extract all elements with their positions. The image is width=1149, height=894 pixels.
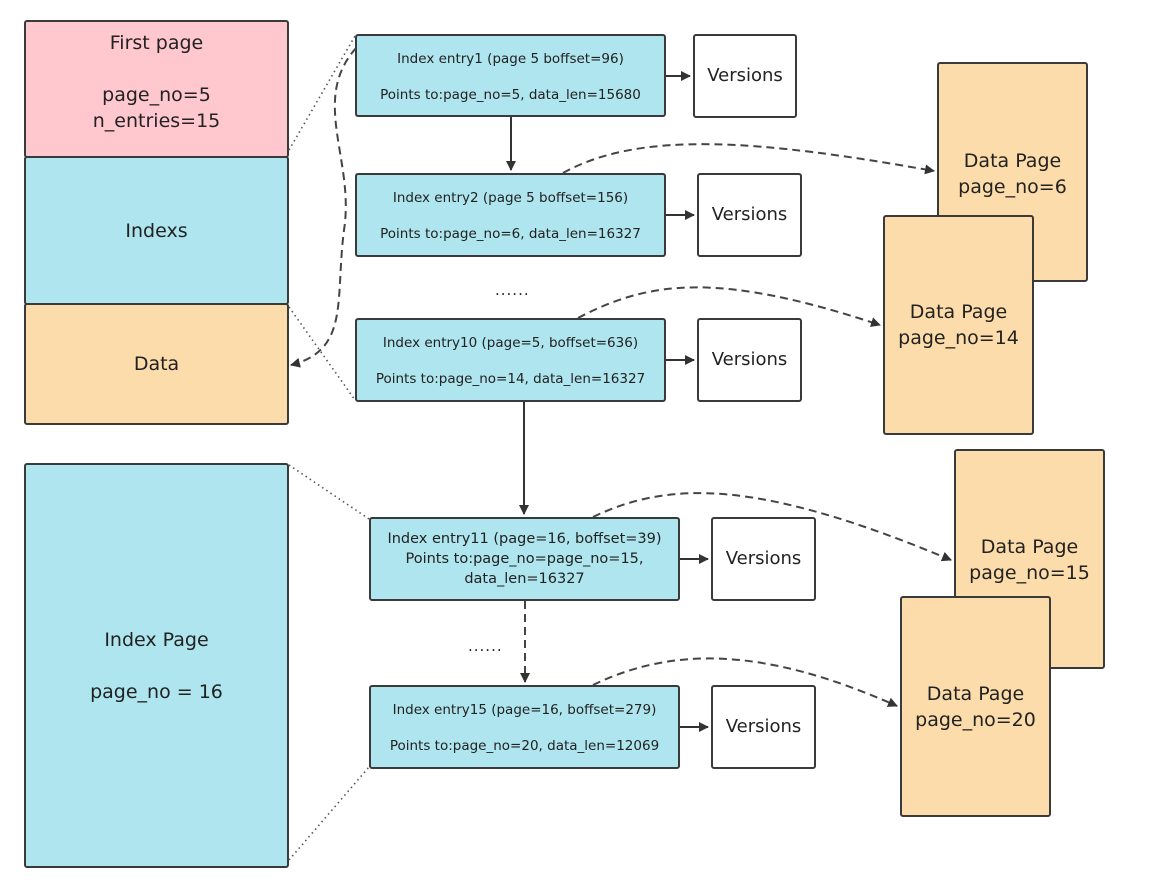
- expand-guide-top: [288, 35, 356, 151]
- arrow-entry15-to-datapage20: [592, 657, 898, 707]
- index-entry-15: Index entry15 (page=16, boffset=279) Poi…: [369, 685, 680, 769]
- first-page-page-no: page_no=5: [102, 84, 211, 106]
- ellipsis-upper: ......: [495, 281, 530, 299]
- versions-label: Versions: [725, 548, 802, 569]
- first-page-header: First page page_no=5 n_entries=15: [24, 20, 289, 158]
- data-page-15-title: Data Page: [980, 536, 1079, 558]
- data-page-14: Data Page page_no=14: [883, 215, 1034, 435]
- data-page-6-title: Data Page: [963, 150, 1062, 172]
- data-page-14-title: Data Page: [909, 301, 1008, 323]
- data-page-15-page-no: page_no=15: [969, 562, 1090, 584]
- index-page-page-no: page_no = 16: [90, 680, 223, 703]
- indexs-label: Indexs: [125, 219, 188, 242]
- data-page-14-page-no: page_no=14: [898, 327, 1019, 349]
- first-page-title: First page: [109, 32, 204, 54]
- index-entry-11-data-len: data_len=16327: [464, 571, 585, 587]
- index-entry-2-points: Points to:page_no=6, data_len=16327: [380, 226, 641, 242]
- index-entry-10: Index entry10 (page=5, boffset=636) Poin…: [355, 318, 666, 402]
- index-entry-1: Index entry1 (page 5 boffset=96) Points …: [355, 34, 666, 117]
- index-entry-1-points: Points to:page_no=5, data_len=15680: [380, 87, 641, 103]
- index-entry-10-points: Points to:page_no=14, data_len=16327: [375, 371, 646, 387]
- index-entry-2-title: Index entry2 (page 5 boffset=156): [392, 190, 629, 206]
- index-entry-1-title: Index entry1 (page 5 boffset=96): [397, 51, 624, 67]
- index-entry-15-title: Index entry15 (page=16, boffset=279): [392, 702, 657, 718]
- index-page: Index Page page_no = 16: [24, 463, 289, 868]
- index-entry-10-title: Index entry10 (page=5, boffset=636): [382, 335, 639, 351]
- first-page-data-section: Data: [24, 303, 289, 425]
- versions-box-10: Versions: [697, 318, 802, 402]
- versions-label: Versions: [725, 716, 802, 737]
- first-page-n-entries: n_entries=15: [92, 110, 221, 132]
- versions-label: Versions: [707, 65, 783, 86]
- data-page-20: Data Page page_no=20: [900, 596, 1051, 817]
- arrow-entry11-to-datapage15: [592, 492, 952, 562]
- data-label: Data: [133, 353, 180, 375]
- arrow-entry2-to-datapage6: [562, 143, 935, 175]
- expand-guide-bottom: [288, 306, 356, 401]
- versions-box-15: Versions: [711, 685, 816, 769]
- expand-guide-index-top: [288, 464, 370, 520]
- data-page-20-title: Data Page: [926, 682, 1025, 705]
- versions-box-11: Versions: [711, 517, 816, 601]
- data-page-20-page-no: page_no=20: [915, 708, 1036, 731]
- versions-label: Versions: [711, 349, 788, 370]
- ellipsis-lower: ......: [468, 637, 503, 655]
- versions-label: Versions: [711, 204, 788, 225]
- arrow-entry10-to-datapage14: [577, 286, 881, 327]
- index-entry-11-points: Points to:page_no=page_no=15,: [405, 551, 644, 567]
- expand-guide-index-bottom: [288, 766, 370, 861]
- versions-box-2: Versions: [697, 173, 802, 257]
- index-entry-11-title: Index entry11 (page=16, boffset=39): [387, 531, 662, 547]
- versions-box-1: Versions: [693, 34, 797, 118]
- index-entry-11: Index entry11 (page=16, boffset=39) Poin…: [369, 517, 680, 601]
- index-entry-15-points: Points to:page_no=20, data_len=12069: [389, 738, 660, 754]
- index-entry-2: Index entry2 (page 5 boffset=156) Points…: [355, 173, 666, 257]
- arrow-entry1-to-data: [290, 47, 357, 368]
- index-page-title: Index Page: [104, 628, 209, 651]
- data-page-6-page-no: page_no=6: [958, 176, 1067, 198]
- first-page-indexs-section: Indexs: [24, 156, 289, 305]
